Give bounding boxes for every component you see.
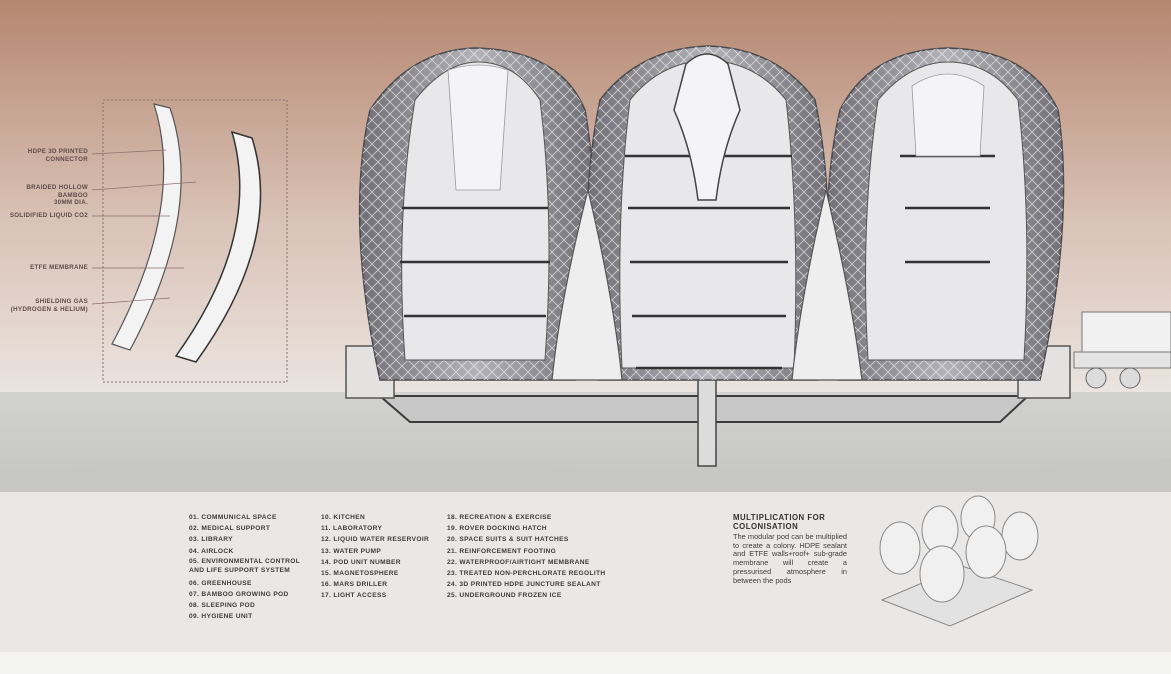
detail-label-connector: HDPE 3D PRINTED CONNECTOR	[27, 148, 88, 163]
legend-item: 10. KITCHEN	[321, 514, 366, 521]
frozen-ice-layer	[0, 458, 1171, 492]
detail-box	[102, 99, 288, 383]
greenhouse-right	[791, 189, 863, 381]
rover	[1073, 311, 1171, 389]
detail-label-bamboo: BRAIDED HOLLOW BAMBOO 30MM DIA.	[26, 184, 88, 206]
legend-column-1: 01. COMMUNICAL SPACE 02. MEDICAL SUPPORT…	[189, 512, 319, 622]
legend-item: 14. POD UNIT NUMBER	[321, 558, 401, 566]
pod-left	[358, 47, 594, 381]
legend-item: 08. SLEEPING POD	[189, 602, 256, 610]
detail-label-co2: SOLIDIFIED LIQUID CO2	[9, 212, 88, 219]
legend-item: 01. COMMUNICAL SPACE	[189, 514, 277, 521]
legend-item: 12. LIQUID WATER RESERVOIR	[321, 536, 430, 544]
legend-item: 04. AIRLOCK	[189, 547, 234, 555]
legend-item: 13. WATER PUMP	[321, 547, 382, 555]
detail-label-etfe: ETFE MEMBRANE	[30, 264, 88, 271]
detail-etfe-strip	[174, 130, 262, 363]
legend-item: 16. MARS DRILLER	[321, 581, 388, 589]
legend-item: 24. 3D PRINTED HDPE JUNCTURE SEALANT	[447, 581, 601, 589]
legend-item: 06. GREENHOUSE	[189, 579, 252, 587]
greenhouse-left	[551, 189, 623, 381]
legend-item: 23. TREATED NON-PERCHLORATE REGOLITH	[447, 570, 606, 578]
pod-right	[826, 47, 1065, 381]
legend-item: 11. LABORATORY	[321, 525, 383, 533]
multiplication-title: MULTIPLICATION FOR COLONISATION	[733, 513, 826, 531]
legend-item: 20. SPACE SUITS & SUIT HATCHES	[447, 536, 569, 544]
legend-item: 05. ENVIRONMENTAL CONTROL AND LIFE SUPPO…	[189, 557, 301, 575]
legend-item: 02. MEDICAL SUPPORT	[189, 525, 271, 533]
colony-illustration	[879, 495, 1039, 627]
legend-item: 09. HYGIENE UNIT	[189, 613, 253, 621]
legend-item: 15. MAGNETOSPHERE	[321, 570, 399, 578]
pod-middle	[586, 45, 830, 381]
legend-item: 18. RECREATION & EXERCISE	[447, 514, 552, 521]
legend-item: 19. ROVER DOCKING HATCH	[447, 525, 547, 533]
legend-item: 21. REINFORCEMENT FOOTING	[447, 547, 557, 555]
bottom-bar	[0, 652, 1171, 674]
multiplication-text: The modular pod can be multiplied to cre…	[733, 532, 847, 585]
legend-column-2: 10. KITCHEN 11. LABORATORY 12. LIQUID WA…	[321, 512, 446, 602]
legend-item: 07. BAMBOO GROWING POD	[189, 590, 289, 598]
legend-item: 22. WATERPROOF/AIRTIGHT MEMBRANE	[447, 558, 590, 566]
detail-bamboo-strip	[111, 103, 182, 351]
legend-column-3: 18. RECREATION & EXERCISE 19. ROVER DOCK…	[447, 512, 617, 602]
legend-item: 17. LIGHT ACCESS	[321, 592, 387, 600]
legend-item: 25. UNDERGROUND FROZEN ICE	[447, 592, 562, 600]
detail-leader-lines	[91, 149, 197, 305]
legend-item: 03. LIBRARY	[189, 536, 233, 544]
detail-label-shielding-gas: SHIELDING GAS (HYDROGEN & HELIUM)	[10, 298, 88, 313]
